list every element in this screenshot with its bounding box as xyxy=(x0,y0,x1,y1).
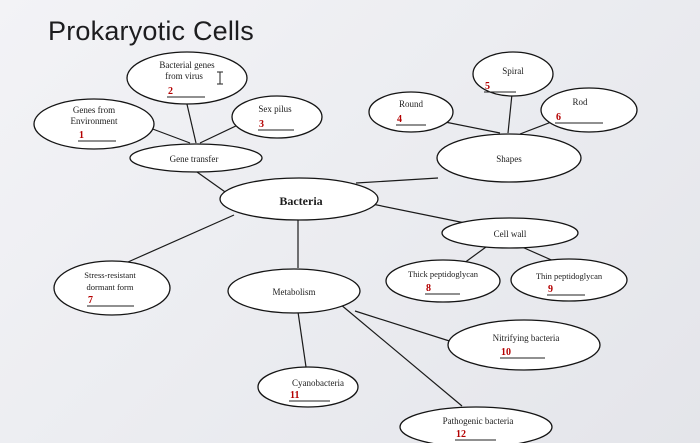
node-label: Stress-resistant xyxy=(84,270,136,280)
edge-nitrifying xyxy=(354,310,463,346)
node-label: Shapes xyxy=(496,154,522,164)
answer-number: 2 xyxy=(168,86,173,97)
node-label: Sex pilus xyxy=(258,104,292,114)
node-pathogenic-bacteria: Pathogenic bacteria 12 xyxy=(399,406,553,443)
edge-cell-wall xyxy=(371,203,471,225)
node-nitrifying-bacteria: Nitrifying bacteria 10 xyxy=(447,319,601,371)
node-label: Cyanobacteria xyxy=(292,378,344,388)
edge-stress-resistant xyxy=(127,214,235,263)
node-stress-resistant-dormant-form: Stress-resistant dormant form 7 xyxy=(53,260,171,316)
page-title: Prokaryotic Cells xyxy=(48,16,254,46)
node-label: dormant form xyxy=(87,282,134,292)
answer-number: 3 xyxy=(259,119,264,130)
node-bacterial-genes-from-virus: Bacterial genes from virus 2 xyxy=(126,51,248,105)
answer-number: 5 xyxy=(485,81,490,92)
node-label: from virus xyxy=(165,71,203,81)
edge-cyanobacteria xyxy=(297,311,307,368)
text-cursor-icon xyxy=(217,71,223,85)
node-metabolism: Metabolism xyxy=(227,268,361,314)
answer-number: 4 xyxy=(397,114,402,125)
connectors xyxy=(127,93,568,407)
answer-number: 7 xyxy=(88,295,93,306)
node-label: Genes from xyxy=(73,105,115,115)
edge-shapes xyxy=(355,177,439,184)
node-label: Pathogenic bacteria xyxy=(443,416,514,426)
answer-number: 6 xyxy=(556,112,561,123)
node-label: Cell wall xyxy=(494,229,527,239)
node-thick-peptidoglycan: Thick peptidoglycan 8 xyxy=(385,259,501,303)
answer-number: 1 xyxy=(79,130,84,141)
answer-number: 11 xyxy=(290,390,299,401)
edge-spiral xyxy=(507,93,513,134)
node-spiral: Spiral 5 xyxy=(472,51,554,97)
node-label: Metabolism xyxy=(273,287,316,297)
node-thin-peptidoglycan: Thin peptidoglycan 9 xyxy=(510,258,628,302)
node-label: Spiral xyxy=(502,66,524,76)
edge-sex-pilus xyxy=(199,123,241,144)
edge-bacterial-genes xyxy=(185,99,197,144)
edge-pathogenic xyxy=(339,303,463,407)
node-cyanobacteria: Cyanobacteria 11 xyxy=(257,366,359,408)
answer-number: 9 xyxy=(548,284,553,295)
edge-round xyxy=(444,121,501,134)
node-label: Round xyxy=(399,99,424,109)
edge-gene-transfer xyxy=(196,171,229,195)
edge-genes-environment xyxy=(149,127,191,144)
node-bacteria: Bacteria xyxy=(219,177,379,221)
answer-number: 12 xyxy=(456,429,466,440)
node-rod: Rod 6 xyxy=(540,87,638,133)
node-label: Nitrifying bacteria xyxy=(493,333,560,343)
node-cell-wall: Cell wall xyxy=(441,217,579,249)
node-label: Thin peptidoglycan xyxy=(536,271,603,281)
node-sex-pilus: Sex pilus 3 xyxy=(231,95,323,139)
node-shapes: Shapes xyxy=(436,133,582,183)
node-round: Round 4 xyxy=(368,91,454,133)
node-label: Environment xyxy=(71,116,118,126)
answer-number: 10 xyxy=(501,347,511,358)
node-label: Gene transfer xyxy=(170,154,219,164)
answer-number: 8 xyxy=(426,283,431,294)
node-label: Bacterial genes xyxy=(159,60,215,70)
node-gene-transfer: Gene transfer xyxy=(129,143,263,173)
node-genes-from-environment: Genes from Environment 1 xyxy=(33,98,155,150)
node-label: Bacteria xyxy=(279,194,322,208)
node-label: Thick peptidoglycan xyxy=(408,269,479,279)
node-label: Rod xyxy=(572,97,588,107)
